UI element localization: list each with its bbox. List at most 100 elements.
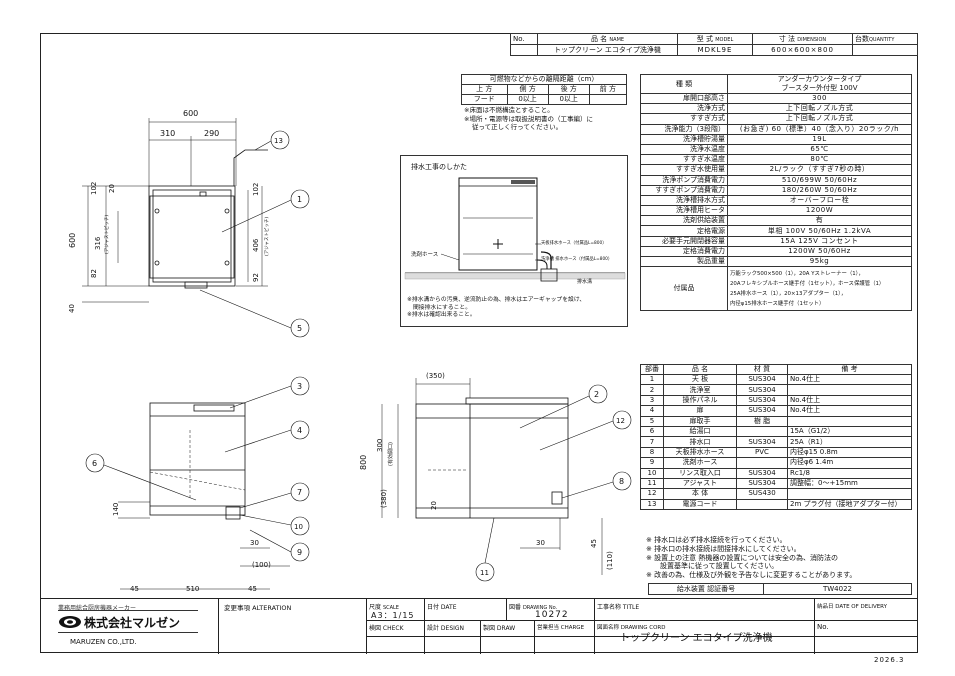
- part-name: 天 板: [663, 373, 737, 386]
- part-note: 25A（R1）: [787, 436, 912, 448]
- clearance-table: 可燃物などからの離隔距離（cm） 上 方 側 方 後 方 前 方 フード 0以上…: [461, 74, 628, 105]
- drain-title: 排水工事のしかた: [411, 163, 467, 171]
- drawing-no-label: 図番 DRAWING No.: [509, 604, 558, 611]
- spec-value: 上下回転ノズル方式: [727, 103, 912, 115]
- part-name: アジャスト: [663, 477, 737, 490]
- part-note: 15A（G1/2）: [787, 425, 912, 438]
- name-label: 品 名 NAME: [537, 33, 678, 45]
- drawing-name: トップクリーン エコタイプ洗浄機: [620, 633, 773, 644]
- spec-label: 洗浄ポンプ消費電力: [640, 174, 728, 186]
- company-en: MARUZEN CO.,LTD.: [70, 638, 137, 646]
- spec-accessories: 万能ラック500×500（1），20A Yストレーナー（1）， 20Aフレキシブ…: [727, 266, 912, 312]
- drain-label-top-hose: 天板排水ホース（付属品L=800）: [541, 241, 607, 246]
- spec-label: 必要手元開閉器容量: [640, 235, 728, 247]
- part-no: 8: [640, 446, 664, 459]
- supply-table: 給水装置 認証番号 TW4022: [648, 583, 912, 595]
- spec-label: すすぎ水使用量: [640, 164, 728, 176]
- project-label: 工事名称 TITLE: [597, 604, 640, 611]
- part-name: 電源コード: [663, 498, 737, 511]
- drawing-no: 10272: [535, 610, 569, 620]
- spec-value: 510/699W 50/60Hz: [727, 174, 912, 186]
- part-name: 洗剤ホース: [663, 457, 737, 469]
- spec-value: 180/260W 50/60Hz: [727, 184, 912, 196]
- scale-value: A3：1/15: [371, 611, 415, 620]
- maruzen-logo-icon: [59, 616, 81, 628]
- spec-row: 定格電源単相 100V 50/60Hz 1.2kVA: [640, 225, 912, 237]
- spec-value: 1200W 50/60Hz: [727, 245, 912, 258]
- spec-row: 洗浄方式上下回転ノズル方式: [640, 103, 912, 115]
- part-note: [787, 488, 912, 500]
- spec-value: 上下回転ノズル方式: [727, 113, 912, 125]
- part-no: 6: [640, 425, 664, 438]
- part-no: 13: [640, 498, 664, 511]
- drain-notes: ※排水溝からの汚臭、逆流防止の為、排水はエアーギャップを設け、 間接排水にするこ…: [407, 297, 586, 318]
- issue-date: 2026.3: [874, 656, 905, 664]
- part-note: No.4仕上: [787, 394, 912, 407]
- delivery-label: 納品日 DATE OF DELIVERY: [817, 604, 888, 610]
- part-note: [787, 415, 912, 427]
- spec-label: 洗剤供給装置: [640, 215, 728, 227]
- header-table: No. 品 名 NAME 型 式 MODEL 寸 法 DIMENSION 台数Q…: [510, 33, 918, 56]
- part-material: [736, 457, 788, 469]
- spec-value: 80℃: [727, 154, 912, 166]
- spec-value: 有: [727, 215, 912, 227]
- clearance-notes: ※床面は不燃構造とすること。 ※場所・電源等は取扱説明書の（工事編）に 従って正…: [464, 106, 593, 131]
- part-note: Rc1/8: [787, 467, 912, 479]
- supply-value: TW4022: [763, 583, 912, 595]
- spec-label: 洗浄槽排水方式: [640, 194, 728, 207]
- drain-label-drain: 排水溝: [577, 279, 593, 285]
- draw-label: 製図 DRAW: [483, 625, 516, 632]
- date-label: 日付 DATE: [427, 604, 457, 611]
- part-name: 扉取手: [663, 415, 737, 427]
- supply-label: 給水装置 認証番号: [648, 583, 764, 595]
- spec-value: (お急ぎ) 60（標準）40（念入り）20ラック/h: [727, 123, 912, 135]
- spec-row: 洗剤供給装置有: [640, 215, 912, 227]
- no-label: No.: [510, 33, 538, 45]
- no-label: No.: [817, 623, 829, 631]
- product-model: MDKL9E: [677, 44, 753, 56]
- spec-row: 洗浄槽排水方式オーバーフロー栓: [640, 194, 912, 207]
- drain-illustration: [404, 177, 626, 282]
- part-material: 樹 脂: [736, 415, 788, 427]
- part-name: 給湯口: [663, 425, 737, 438]
- part-name: 扉: [663, 405, 737, 417]
- charge-label: 営業担当 CHARGE: [537, 625, 585, 631]
- spec-label: 定格電源: [640, 225, 728, 237]
- part-note: 調整幅：0～+15mm: [787, 477, 912, 490]
- spec-row: 洗浄能力（3段階）(お急ぎ) 60（標準）40（念入り）20ラック/h: [640, 123, 912, 135]
- spec-value: 1200W: [727, 205, 912, 217]
- part-material: [736, 425, 788, 438]
- spec-label: 洗浄槽貯湯量: [640, 133, 728, 145]
- part-material: SUS304: [736, 467, 788, 479]
- part-no: 4: [640, 405, 664, 417]
- spec-label: 定格消費電力: [640, 245, 728, 258]
- part-no: 2: [640, 384, 664, 396]
- spec-value: 65℃: [727, 143, 912, 156]
- spec-label: 洗浄水温度: [640, 143, 728, 156]
- part-note: 内径φ15 0.8m: [787, 446, 912, 459]
- part-material: [736, 498, 788, 511]
- part-name: リンス取入口: [663, 467, 737, 479]
- drain-box: 排水工事のしかた 洗剤ホース 天板排水ホース（付属品L=800） 洗浄槽 排水ホ…: [400, 155, 628, 327]
- part-no: 12: [640, 488, 664, 500]
- part-note: 内径φ6 1.4m: [787, 457, 912, 469]
- model-label: 型 式 MODEL: [677, 33, 753, 45]
- part-material: SUS304: [736, 373, 788, 386]
